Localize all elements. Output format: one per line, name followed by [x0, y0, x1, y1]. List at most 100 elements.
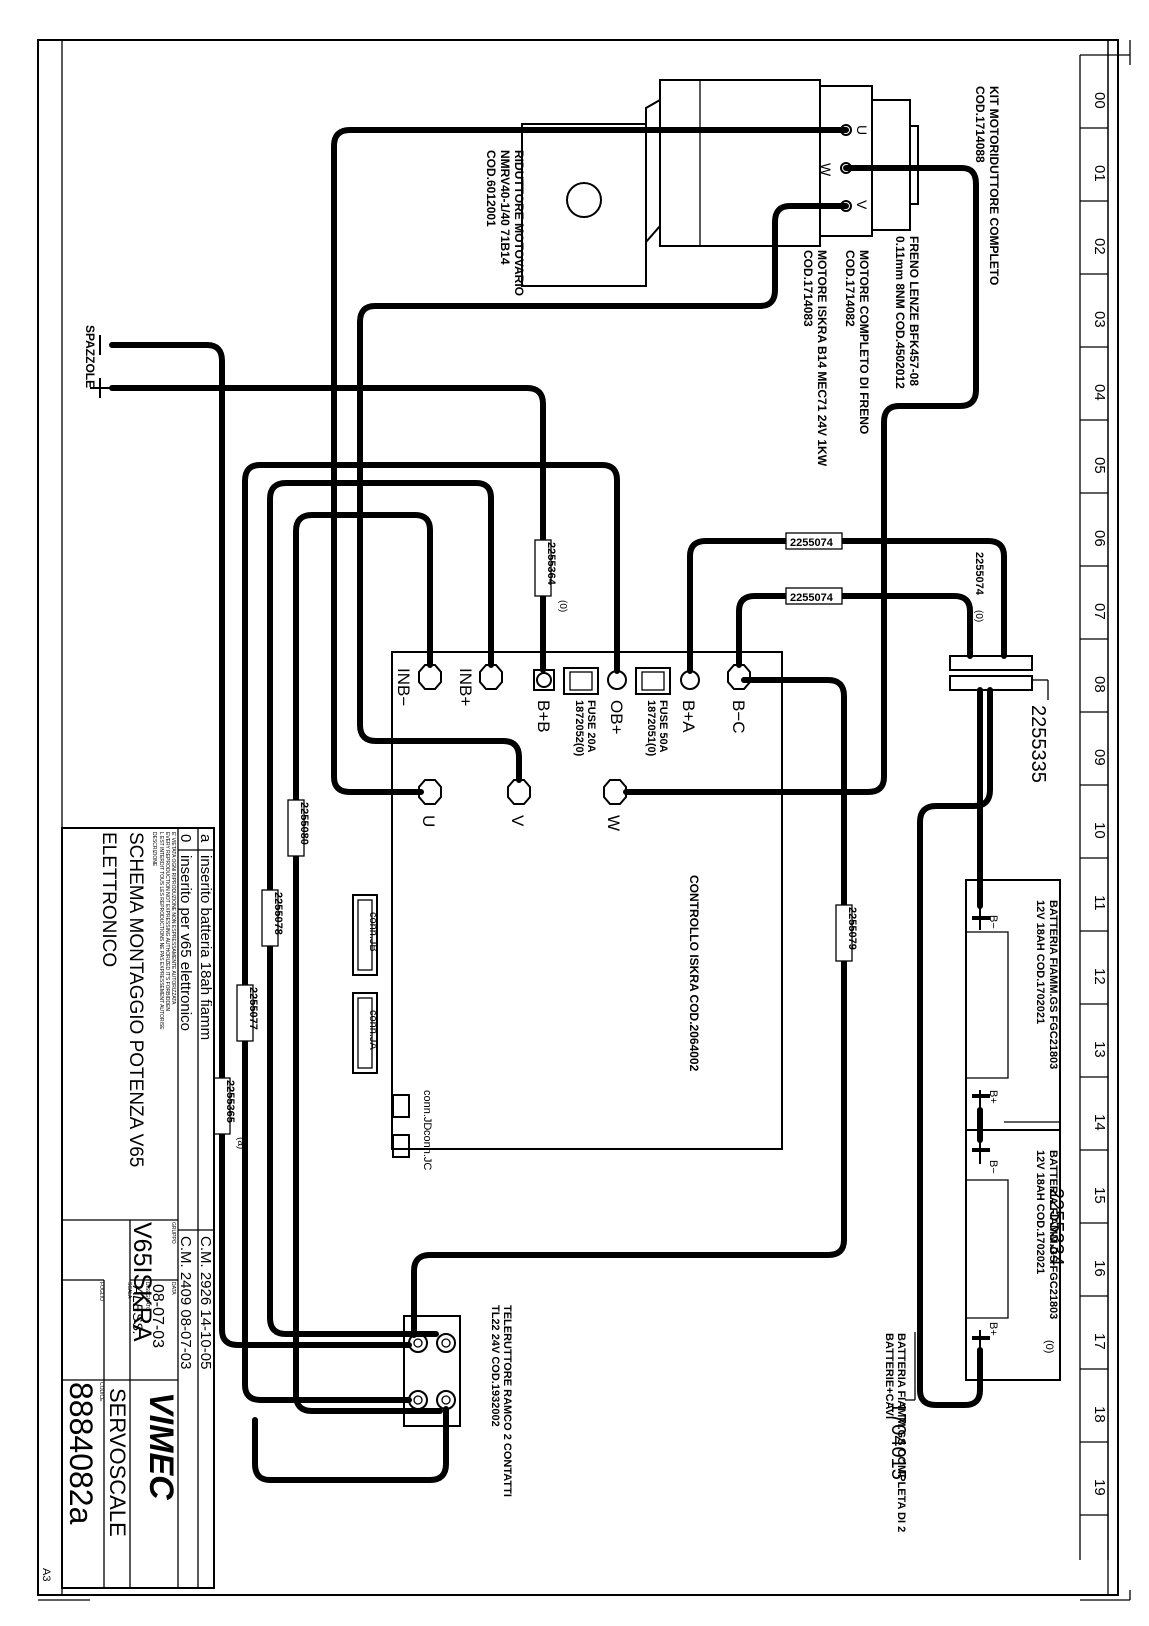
motor-terminal-w: W — [818, 163, 834, 177]
svg-text:1872051(0): 1872051(0) — [645, 700, 657, 757]
svg-text:COD.1714083: COD.1714083 — [801, 250, 815, 327]
motor-terminal-v: V — [854, 200, 870, 210]
rev-a-letter: a — [197, 834, 214, 843]
rev-0-desc: inserito per v65 elettronico — [177, 855, 194, 1031]
svg-text:BATTERIA FIAMM.GS COMPLETA DI: BATTERIA FIAMM.GS COMPLETA DI 2 — [895, 1333, 907, 1532]
svg-text:COD.1714088: COD.1714088 — [973, 86, 987, 163]
spazzole-label: SPAZZOLE — [83, 325, 97, 388]
motore-iskra-label: MOTORE ISKRA B14 MEC71 24V 1KW COD.17140… — [801, 250, 829, 467]
controller-terminal-w: W — [604, 815, 623, 831]
battery-cells — [972, 916, 990, 1340]
svg-text:COD.1714082: COD.1714082 — [843, 250, 857, 327]
cable-2255365-a: (a) — [235, 1137, 246, 1149]
svg-text:BATTERIA FIAMM.GS FGC21803: BATTERIA FIAMM.GS FGC21803 — [1047, 900, 1059, 1069]
codice-label: CODICE — [98, 1382, 104, 1402]
cable-code-2255079: 2255079 — [835, 904, 858, 962]
svg-text:FUSE 20A: FUSE 20A — [585, 700, 597, 753]
battery-1-label: BATTERIA FIAMM.GS FGC21803 12V 18AH COD.… — [1034, 900, 1059, 1069]
svg-text:RIDUTTORE MOTOVARIO: RIDUTTORE MOTOVARIO — [512, 150, 526, 296]
zone-14: 14 — [1091, 1114, 1108, 1131]
battery-kit-label: BATTERIA FIAMM.GS COMPLETA DI 2 BATTERIE… — [883, 1333, 907, 1532]
zone-10: 10 — [1091, 822, 1108, 839]
zone-02: 02 — [1091, 238, 1108, 255]
zone-08: 08 — [1091, 676, 1108, 693]
title-block — [61, 827, 215, 1589]
svg-text:2255078: 2255078 — [272, 892, 284, 935]
cable-code-2255074-a: 2255074 — [785, 532, 843, 550]
svg-text:MOTORE ISKRA B14 MEC71 24V 1KW: MOTORE ISKRA B14 MEC71 24V 1KW — [815, 250, 829, 467]
conn-jd-label: conn.JD — [421, 1090, 433, 1130]
battery-2-label: BATTERIA FIAMM.GS FGC21803 12V 18AH COD.… — [1034, 1150, 1059, 1319]
svg-text:MOTORE COMPLETO DI FRENO: MOTORE COMPLETO DI FRENO — [857, 250, 871, 434]
conn-jc-label: conn.JC — [421, 1130, 433, 1170]
brand-logo: VIMEC — [142, 1392, 180, 1500]
svg-text:NMRV40-1/40 71B14: NMRV40-1/40 71B14 — [498, 150, 512, 265]
terminal-b-c: B−C — [729, 700, 748, 734]
cable-code-2255365: 2255365 — [213, 1077, 236, 1135]
rev-0-letter: 0 — [177, 834, 194, 842]
svg-text:1872052(0): 1872052(0) — [573, 700, 585, 757]
foglio-label: FOGLIO — [98, 1282, 104, 1301]
ref-1704015: 1704015 — [887, 1402, 909, 1480]
sheet-format: A3 — [40, 1568, 52, 1581]
gruppo-value: V65ISKRA — [128, 1222, 156, 1342]
rev-0-cm: C.M. 2409 08-07-03 — [177, 1236, 194, 1369]
fuse-20a-label: FUSE 20A 1872052(0) — [573, 700, 597, 757]
terminal-ob: OB+ — [607, 700, 626, 735]
svg-text:2255077: 2255077 — [247, 987, 259, 1030]
svg-text:EVERY REPRODUCTION NOT EXPRESS: EVERY REPRODUCTION NOT EXPRESSING AUTHOR… — [164, 832, 170, 1011]
zone-18: 18 — [1091, 1406, 1108, 1423]
zone-17: 17 — [1091, 1333, 1108, 1350]
wires — [109, 127, 1007, 1483]
svg-text:COD.6012001: COD.6012001 — [484, 150, 498, 227]
zone-05: 05 — [1091, 457, 1108, 474]
data-label: DATA — [170, 1282, 176, 1295]
description-line-2: ELETTRONICO — [98, 832, 119, 967]
battery-2-negative: B− — [987, 1160, 999, 1174]
description-line-1: SCHEMA MONTAGGIO POTENZA V65 — [125, 832, 146, 1167]
battery-connector-2255335 — [949, 655, 1049, 700]
svg-text:2255364: 2255364 — [545, 542, 557, 586]
zone-04: 04 — [1091, 384, 1108, 401]
cable-code-2255364: 2255364 — [534, 539, 557, 597]
svg-text:KIT MOTORIDUTTORE COMPLETO: KIT MOTORIDUTTORE COMPLETO — [987, 86, 1001, 285]
svg-text:TELERUTTORE RAMCO 2 CONTATTI: TELERUTTORE RAMCO 2 CONTATTI — [501, 1305, 513, 1497]
scala-label: SCALA — [126, 1282, 132, 1299]
riduttore-label: RIDUTTORE MOTOVARIO NMRV40-1/40 71B14 CO… — [484, 150, 526, 296]
battery-terminal-frames — [966, 931, 1009, 1319]
rev-a-desc: inserito batteria 18ah fiamm — [197, 855, 214, 1040]
sheet-frame — [37, 39, 1131, 1601]
cable-code-2255074-c: 2255074 — [973, 552, 985, 596]
motore-completo-label: MOTORE COMPLETO DI FRENO COD.1714082 — [843, 250, 871, 434]
controller-label: CONTROLLO ISKRA COD.2064002 — [687, 875, 701, 1072]
battery-2-positive: B+ — [987, 1322, 999, 1336]
cable-2255364-zero: (0) — [557, 600, 568, 612]
svg-text:E' VIETATA OGNI RIPRODUZIONE N: E' VIETATA OGNI RIPRODUZIONE NON ESPRESS… — [170, 832, 176, 1005]
svg-text:12V 18AH COD.1702021: 12V 18AH COD.1702021 — [1034, 1150, 1046, 1274]
svg-text:BATTERIA FIAMM.GS FGC21803: BATTERIA FIAMM.GS FGC21803 — [1047, 1150, 1059, 1319]
zone-strip — [1079, 54, 1130, 1560]
controller-box — [391, 651, 783, 1150]
controller-terminal-u: U — [419, 815, 438, 827]
data-value: 08-07-03 — [149, 1284, 166, 1348]
cable-code-2255080: 2255080 — [287, 799, 310, 857]
terminal-inb-minus: INB− — [394, 668, 413, 706]
cable-code-2255077: 2255077 — [236, 984, 259, 1042]
svg-text:12V 18AH COD.1702021: 12V 18AH COD.1702021 — [1034, 900, 1046, 1024]
terminal-inb-plus: INB+ — [456, 668, 475, 706]
svg-text:0.11mm 8NM COD.4502012: 0.11mm 8NM COD.4502012 — [893, 236, 907, 389]
zone-19: 19 — [1091, 1479, 1108, 1496]
zone-07: 07 — [1091, 603, 1108, 620]
controller-motor-terminals — [418, 779, 627, 805]
fuse-50a-label: FUSE 50A 1872051(0) — [645, 700, 669, 757]
contactor-label: TELERUTTORE RAMCO 2 CONTATTI TL22 24V CO… — [489, 1305, 513, 1497]
cable-2255074-zero: (0) — [973, 610, 984, 622]
codice-value: 8884082a — [63, 1382, 99, 1525]
terminal-b-a: B+A — [679, 700, 698, 733]
motor-terminal-u: U — [854, 125, 870, 135]
ref-2255335: 2255335 — [1027, 705, 1049, 783]
kit-label: KIT MOTORIDUTTORE COMPLETO COD.1714088 — [973, 86, 1001, 285]
disegnato-label: DISEGNATO — [144, 1282, 150, 1311]
spazzole-terminals — [90, 335, 110, 398]
